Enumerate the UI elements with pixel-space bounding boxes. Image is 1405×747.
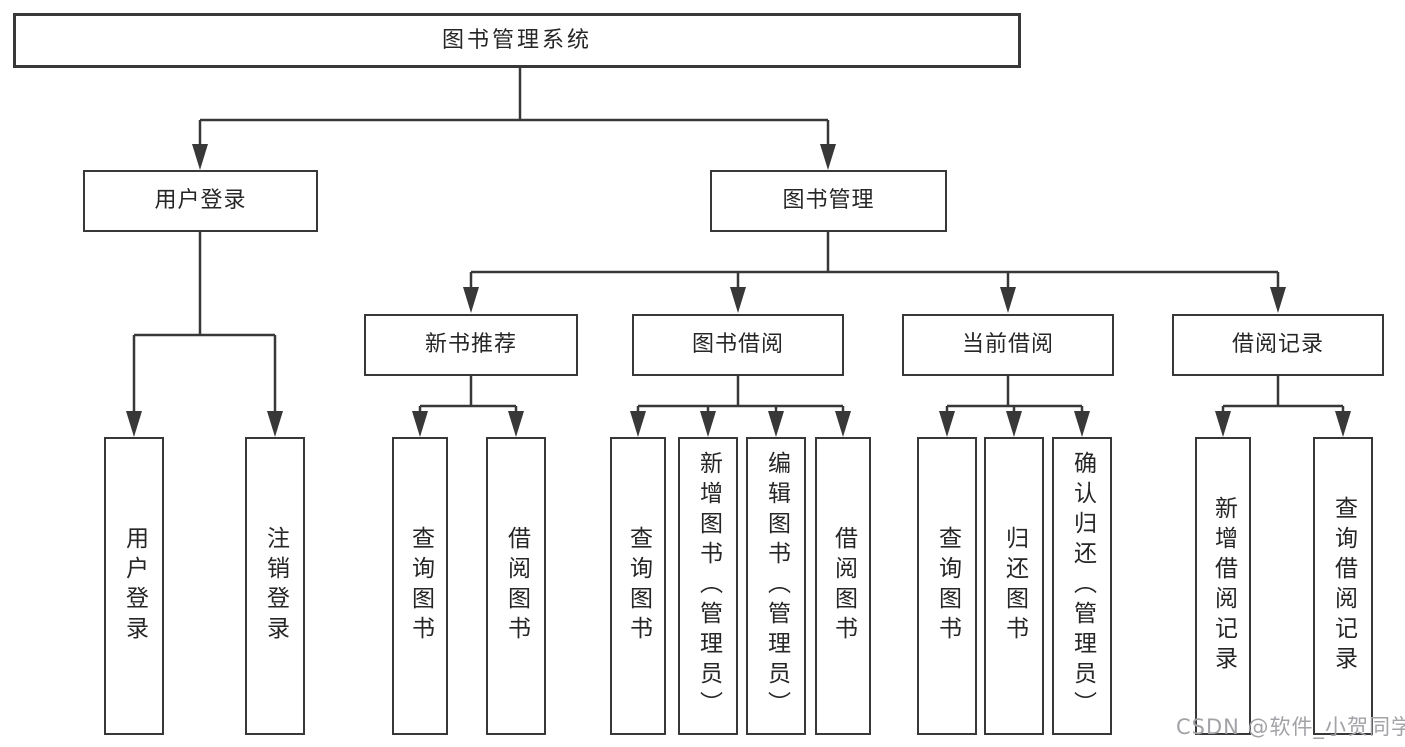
leaf-add-books-admin: 新增图书（管理员） <box>678 437 738 735</box>
leaf-edit-books-admin: 编辑图书（管理员） <box>746 437 806 735</box>
arrow-down-icon <box>820 144 836 170</box>
arrow-down-icon <box>1215 411 1231 437</box>
arrow-down-icon <box>730 287 746 313</box>
leaf-borrow-books: 借阅图书 <box>486 437 546 735</box>
arrow-down-icon <box>1074 411 1090 437</box>
connector-current-borrow-to-leaves <box>945 376 1084 415</box>
connector-borrow-records-to-leaves <box>1221 376 1345 415</box>
arrow-down-icon <box>126 411 142 437</box>
arrow-down-icon <box>463 287 479 313</box>
arrow-down-icon <box>700 411 716 437</box>
connector-book-management-to-level3 <box>469 232 1280 292</box>
arrow-down-icon <box>835 411 851 437</box>
arrow-down-icon <box>630 411 646 437</box>
leaf-logout: 注销登录 <box>245 437 305 735</box>
connector-new-book-to-leaves <box>418 376 518 415</box>
node-new-book-recommendation: 新书推荐 <box>364 314 578 376</box>
arrow-down-icon <box>508 411 524 437</box>
leaf-add-borrow-record: 新增借阅记录 <box>1195 437 1251 735</box>
arrow-down-icon <box>1006 411 1022 437</box>
leaf-user-login: 用户登录 <box>104 437 164 735</box>
arrowheads <box>126 144 1351 437</box>
node-borrowing-records: 借阅记录 <box>1172 314 1384 376</box>
csdn-watermark: CSDN @软件_小贺同学 <box>1176 715 1405 739</box>
arrow-down-icon <box>267 411 283 437</box>
connector-book-borrow-to-leaves <box>636 376 845 415</box>
connector-user-login-to-leaves <box>132 232 277 415</box>
arrow-down-icon <box>1000 287 1016 313</box>
leaf-query-books: 查询图书 <box>610 437 666 735</box>
arrow-down-icon <box>768 411 784 437</box>
arrow-down-icon <box>1270 287 1286 313</box>
node-library-management-system: 图书管理系统 <box>13 13 1021 68</box>
node-current-borrowing: 当前借阅 <box>902 314 1114 376</box>
leaf-confirm-return-admin: 确认归还（管理员） <box>1052 437 1112 735</box>
leaf-query-books: 查询图书 <box>392 437 448 735</box>
arrow-down-icon <box>412 411 428 437</box>
connector-root-to-level2 <box>198 68 830 150</box>
leaf-borrow-books: 借阅图书 <box>815 437 871 735</box>
leaf-return-books: 归还图书 <box>984 437 1044 735</box>
arrow-down-icon <box>1335 411 1351 437</box>
node-user-login: 用户登录 <box>83 170 318 232</box>
leaf-query-borrow-record: 查询借阅记录 <box>1313 437 1373 735</box>
arrow-down-icon <box>939 411 955 437</box>
leaf-query-books: 查询图书 <box>917 437 977 735</box>
arrow-down-icon <box>192 144 208 170</box>
node-book-management: 图书管理 <box>710 170 947 232</box>
node-book-borrowing: 图书借阅 <box>632 314 844 376</box>
